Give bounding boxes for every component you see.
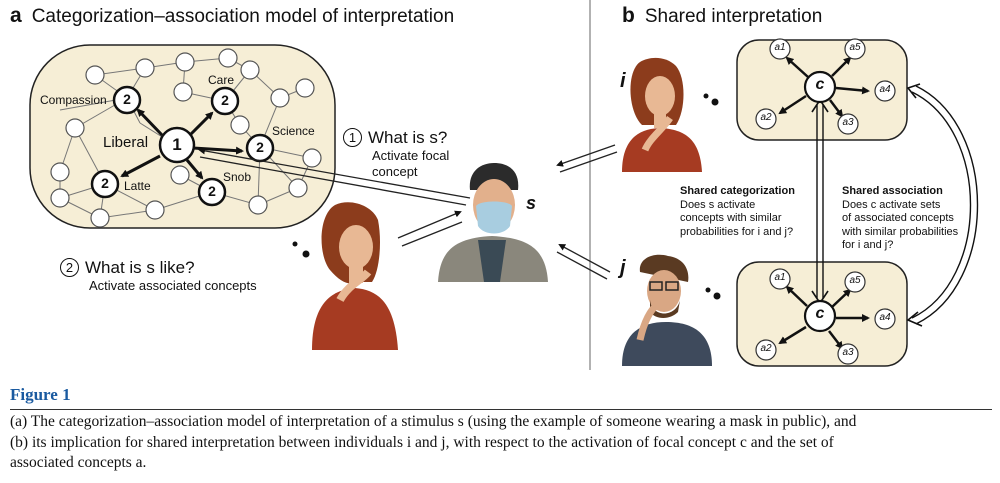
caption-line-3: associated concepts a. xyxy=(10,454,147,471)
panel-b-title: Shared interpretation xyxy=(644,6,823,27)
shared-association-line3: with similar probabilities xyxy=(842,225,959,238)
question-2-sub: Activate associated concepts xyxy=(89,278,257,293)
shared-categorization-line2: concepts with similar xyxy=(680,212,782,224)
label-care: Care xyxy=(208,73,235,87)
shared-categorization-line1: Does s activate xyxy=(680,198,756,211)
shared-categorization-text: Shared categorization Does s activate co… xyxy=(680,185,795,239)
node-a2-j: a2 xyxy=(760,343,772,354)
assoc-node-label-science: 2 xyxy=(256,139,264,155)
assoc-node-latte xyxy=(90,169,120,199)
assoc-node-snob xyxy=(197,177,227,207)
shared-association-line2: of associated concepts xyxy=(842,212,954,224)
node-a3-i: a3 xyxy=(842,117,854,128)
person-i-illustration xyxy=(622,57,702,172)
node-a4-j: a4 xyxy=(879,312,891,323)
panel-a-letter: a xyxy=(10,4,22,27)
shared-association-line4: for i and j? xyxy=(842,239,894,251)
assoc-node-label-snob: 2 xyxy=(208,183,216,199)
node-a1-i: a1 xyxy=(774,42,786,53)
woman-to-s-arrows xyxy=(397,210,463,247)
node-a2-i: a2 xyxy=(760,112,772,123)
node-a4-i: a4 xyxy=(879,84,891,95)
j-to-s-arrows xyxy=(556,244,611,280)
shared-association-heading: Shared association xyxy=(842,185,943,197)
question-1-text: What is s? xyxy=(368,128,448,147)
caption-rule xyxy=(10,409,992,410)
focal-node-label: 1 xyxy=(172,135,182,154)
focal-node-c-j xyxy=(803,299,837,333)
panel-a-heading: a Categorization–association model of int… xyxy=(10,4,454,28)
label-science: Science xyxy=(272,124,315,138)
panel-a-title: Categorization–association model of inte… xyxy=(31,6,455,27)
node-a5-i: a5 xyxy=(849,42,861,53)
person-i-label: i xyxy=(620,70,626,92)
shared-categorization-line3: probabilities for i and j? xyxy=(680,225,794,238)
s-to-focal-arrow xyxy=(198,147,471,206)
assoc-node-label-latte: 2 xyxy=(101,175,109,191)
node-a3-j: a3 xyxy=(842,347,854,358)
masked-man-illustration xyxy=(438,163,548,282)
label-snob: Snob xyxy=(223,170,252,184)
question-2: 2 What is s like? Activate associated con… xyxy=(60,258,257,294)
focal-node-c-i xyxy=(803,70,837,104)
assoc-node-label-compassion: 2 xyxy=(123,91,131,107)
assoc-node-care xyxy=(210,86,240,116)
question-1-sub: Activate focal concept xyxy=(372,148,450,179)
assoc-node-label-care: 2 xyxy=(221,92,229,108)
shared-association-text: Shared association Does c activate sets … xyxy=(842,185,958,253)
label-compassion: Compassion xyxy=(40,93,107,107)
shared-categorization-heading: Shared categorization xyxy=(680,185,795,197)
panel-b-letter: b xyxy=(622,4,635,27)
stimulus-label: s xyxy=(526,193,537,213)
assoc-node-compassion xyxy=(112,85,142,115)
node-a1-j: a1 xyxy=(774,272,786,283)
woman-illustration-a xyxy=(312,202,398,350)
node-a5-j: a5 xyxy=(849,275,861,286)
caption-line-2: (b) its implication for shared interpret… xyxy=(10,433,834,451)
i-to-s-arrows xyxy=(556,144,618,173)
focal-node xyxy=(158,126,196,164)
shared-association-line1: Does c activate sets xyxy=(842,198,941,211)
panel-b-heading: b Shared interpretation xyxy=(622,4,822,28)
figure-label: Figure 1 xyxy=(10,385,71,404)
shared-association-arrow xyxy=(906,83,979,327)
person-j-label: j xyxy=(620,257,626,279)
label-latte: Latte xyxy=(124,179,151,193)
figure-caption: (a) The categorization–association model… xyxy=(10,412,992,474)
question-2-text: What is s like? xyxy=(85,258,195,277)
focal-c-i-label: c xyxy=(815,76,825,93)
person-j-illustration xyxy=(622,254,712,366)
question-1: 1 What is s? Activate focal concept xyxy=(343,128,452,180)
label-liberal: Liberal xyxy=(103,134,149,151)
focal-c-j-label: c xyxy=(815,305,825,322)
caption-line-1: (a) The categorization–association model… xyxy=(10,413,857,430)
network-nodes-small xyxy=(50,48,322,228)
question-1-number: 1 xyxy=(343,128,362,147)
question-2-number: 2 xyxy=(60,258,79,277)
